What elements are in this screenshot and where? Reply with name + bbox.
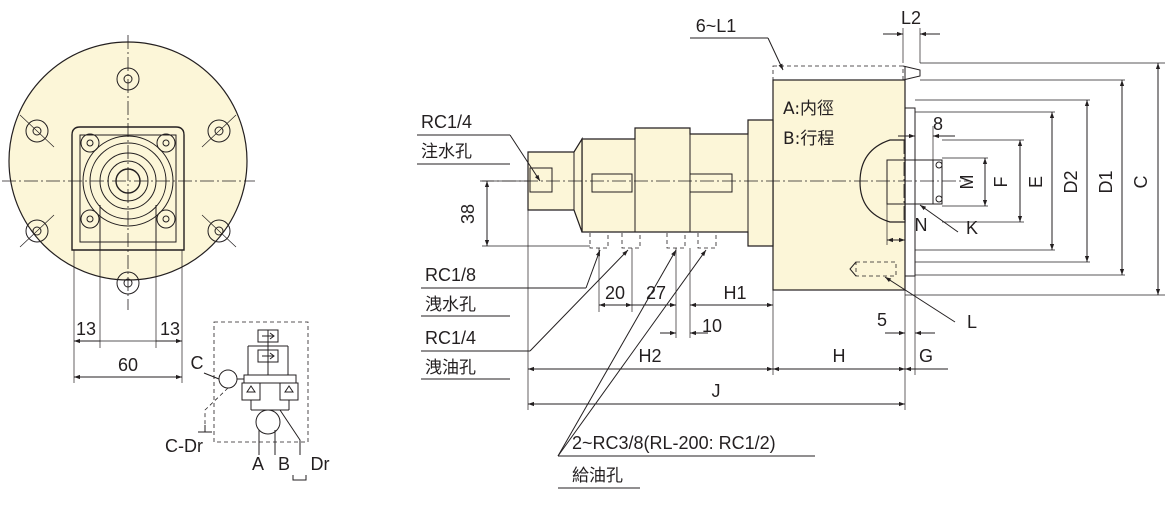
dim-60: 60 <box>118 355 138 375</box>
legend-a: A:内徑 <box>783 99 834 119</box>
dim-27: 27 <box>646 283 666 303</box>
label-l: L <box>967 312 977 332</box>
dim-13-left: 13 <box>76 319 96 339</box>
dim-l2: L2 <box>901 8 921 28</box>
dim-d1: D1 <box>1096 170 1116 193</box>
side-view: M F E D2 D1 C L2 6~L1 A:内徑 B:行程 8 N K <box>417 8 1165 489</box>
front-bolt-holes <box>19 67 237 295</box>
dim-5: 5 <box>877 310 887 330</box>
dim-20: 20 <box>605 283 625 303</box>
dim-h1: H1 <box>723 283 746 303</box>
label-rc14-bot: RC1/4 <box>425 328 476 348</box>
dim-j: J <box>712 381 721 401</box>
dim-c: C <box>1131 176 1151 189</box>
label-rc18-cn: 洩水孔 <box>425 295 476 315</box>
dim-m: M <box>957 175 977 190</box>
dim-8: 8 <box>933 114 943 134</box>
label-rc38: 2~RC3/8(RL-200: RC1/2) <box>572 433 776 453</box>
dim-n: N <box>915 215 928 235</box>
rotary-joint-housing <box>581 119 774 247</box>
hydraulic-schematic: C C-Dr A B Dr <box>165 321 330 481</box>
dim-10: 10 <box>702 316 722 336</box>
dim-h: H <box>833 346 846 366</box>
drain-ports <box>589 231 717 249</box>
port-b: B <box>278 454 290 474</box>
front-square-housing <box>71 126 185 251</box>
front-corner-holes <box>80 133 176 229</box>
label-rc38-cn: 給油孔 <box>572 466 623 486</box>
label-rc14-bot-cn: 洩油孔 <box>425 358 476 378</box>
label-rc14-top: RC1/4 <box>421 112 472 132</box>
legend-b: B:行程 <box>783 129 834 149</box>
dim-e: E <box>1026 176 1046 188</box>
label-k: K <box>966 218 978 238</box>
port-a: A <box>252 454 264 474</box>
port-dr: Dr <box>311 454 330 474</box>
dim-d2: D2 <box>1061 170 1081 193</box>
port-c-dr: C-Dr <box>165 436 203 456</box>
port-c: C <box>191 353 204 373</box>
front-view: 13 13 60 <box>2 35 255 383</box>
dim-13-right: 13 <box>160 319 180 339</box>
dim-h2: H2 <box>638 346 661 366</box>
label-6-l1: 6~L1 <box>696 16 737 36</box>
label-rc14-top-cn: 注水孔 <box>421 142 472 162</box>
dim-f: F <box>991 177 1011 188</box>
dim-38: 38 <box>458 204 478 224</box>
schematic-boundary <box>213 321 309 443</box>
dim-g: G <box>919 346 933 366</box>
label-rc18: RC1/8 <box>425 265 476 285</box>
